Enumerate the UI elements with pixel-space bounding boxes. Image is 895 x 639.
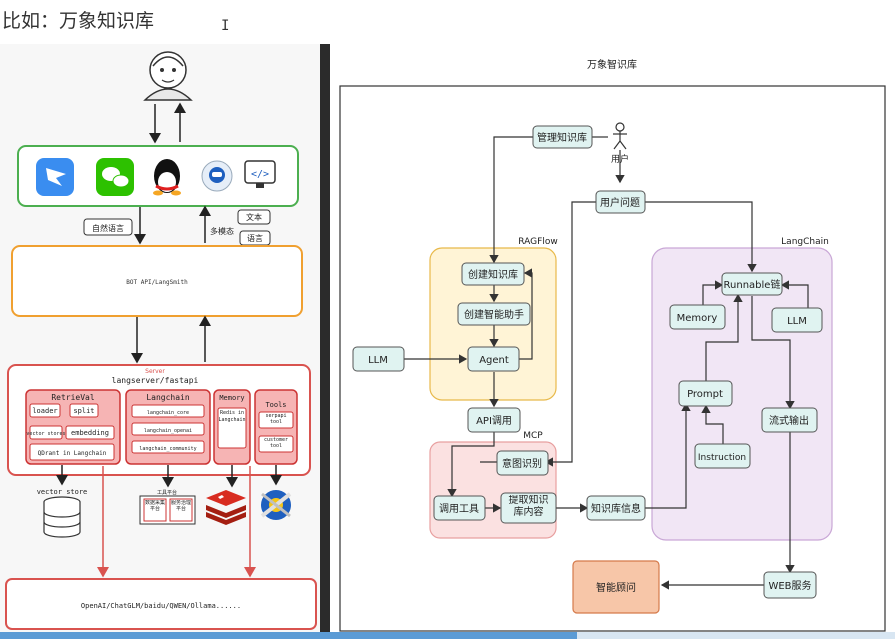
label-natural-language: 自然语言 [92,223,124,233]
manage-kb-node[interactable]: 管理知识库 [537,131,587,144]
split-box: split [73,407,94,415]
right-diagram-title: 万象智识库 [587,58,637,71]
monitor-code-icon[interactable]: </> [244,160,276,188]
vector-store-label: vector store [37,488,88,496]
user-stick-figure-icon[interactable] [613,122,627,150]
robot-icon[interactable] [201,160,233,192]
server-label: Server [145,368,165,375]
tools-title: Tools [265,401,286,409]
mini-card-1: 数据采集平台 [144,500,165,512]
redis-icon [206,490,246,525]
memory-title: Memory [219,394,244,402]
text-cursor-icon: I [221,18,230,34]
create-kb-node[interactable]: 创建知识库 [468,268,518,281]
call-tool-node[interactable]: 调用工具 [439,503,479,515]
extract-kb-node[interactable]: 提取知识库内容 [508,495,549,518]
human-avatar-icon [143,51,193,101]
bot-api-label: BOT API/LangSmith [126,279,188,286]
qdrant-box: QDrant in Langchain [38,450,107,457]
serpapi-tool-box: serpapi tool [265,413,287,425]
retrieval-title: RetrieVal [51,393,95,402]
wechat-icon[interactable] [96,158,134,196]
mini-platform-top: 工具平台 [157,489,177,496]
label-text: 文本 [246,212,262,222]
ragflow-label: RAGFlow [518,237,557,247]
mini-card-2: 服务治理平台 [170,500,191,512]
svg-text:</>: </> [251,169,269,180]
create-assistant-node[interactable]: 创建智能助手 [464,308,524,321]
lc-core-box: langchain_core [147,410,189,416]
platform-cards: 工具平台 数据采集平台 服务治理平台 [139,489,196,525]
stream-output-node[interactable]: 流式输出 [769,414,809,427]
header-title[interactable]: 比如：万象知识库 [2,10,155,32]
llm-left-node[interactable]: LLM [368,355,388,366]
qq-icon[interactable] [153,159,181,196]
playback-progress-fill [0,632,578,639]
runnable-chain-node[interactable]: Runnable链 [724,278,781,291]
kb-info-node[interactable]: 知识库信息 [591,502,641,515]
llm-providers-label: OpenAI/ChatGLM/baidu/QWEN/Ollama...... [81,602,241,610]
database-icon [43,496,81,538]
bot-api-box [11,245,303,317]
loader-box: loader [32,407,57,415]
editor-header: 比如：万象知识库 I [0,0,895,44]
mcp-label: MCP [523,431,543,441]
lc-community-box: langchain_community [139,446,196,452]
playback-progress-track[interactable] [0,632,895,639]
intent-recognition-node[interactable]: 意图识别 [502,457,542,470]
langchain-title: Langchain [146,393,190,402]
llm-providers-box [5,578,317,630]
embedding-box: embedding [71,429,109,437]
tools-gear-icon [260,490,292,520]
label-multimodal: 多模态 [210,226,234,236]
user-label: 用户 [611,153,629,165]
dingtalk-icon[interactable] [36,158,74,196]
agent-node[interactable]: Agent [479,355,509,366]
llm-right-node[interactable]: LLM [787,316,807,327]
label-voice: 语言 [247,233,263,243]
redis-in-langchain-box: Redis in Langchain [218,410,246,423]
user-question-node[interactable]: 用户问题 [600,196,640,209]
web-service-node[interactable]: WEB服务 [768,579,811,592]
lc-openai-box: langchain_openai [144,428,192,434]
pane-divider[interactable] [320,44,330,639]
vector-stores-box: vector stores [26,431,65,437]
smart-advisor-node[interactable]: 智能顾问 [596,581,636,594]
prompt-node[interactable]: Prompt [687,389,723,400]
memory-node[interactable]: Memory [677,313,718,324]
customer-tool-box: customer tool [263,437,289,449]
server-title: langserver/fastapi [112,376,199,385]
instruction-node[interactable]: Instruction [698,453,746,463]
langchain-group-label: LangChain [781,237,829,247]
api-call-node[interactable]: API调用 [476,415,512,427]
